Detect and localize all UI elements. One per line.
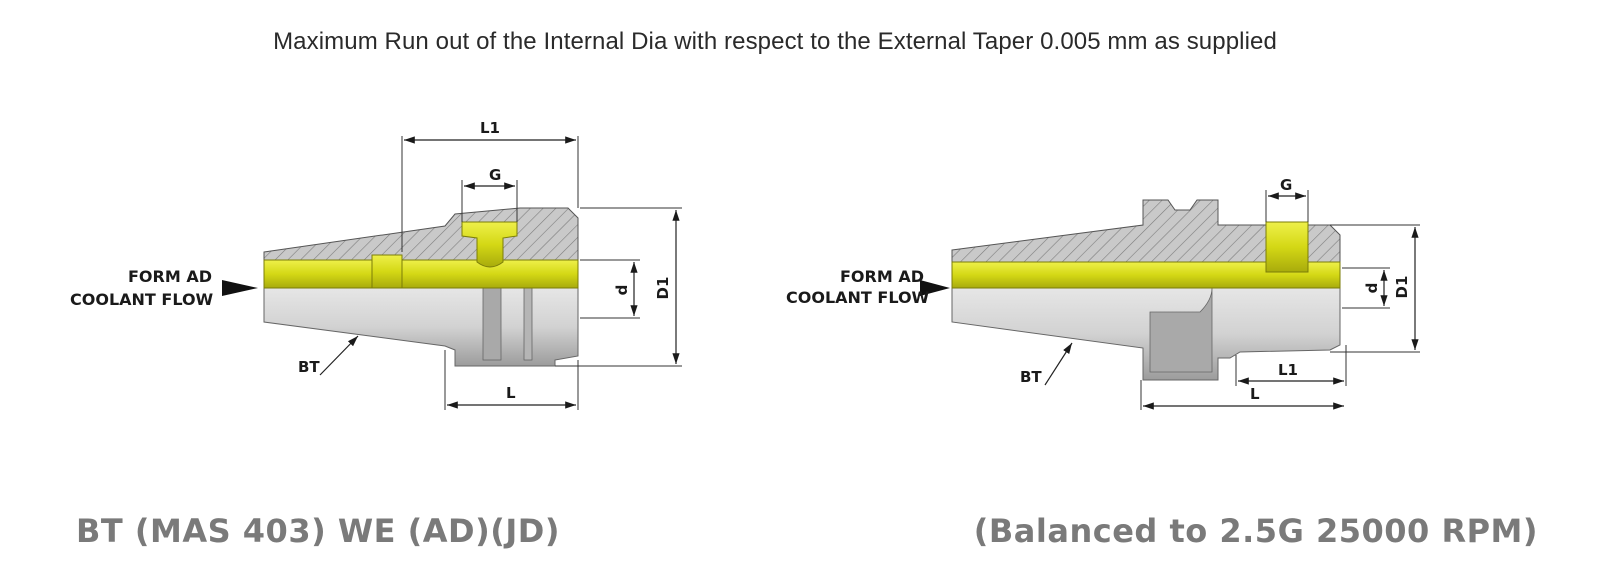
left-coolant-step bbox=[371, 254, 403, 289]
right-dim-L1: L1 bbox=[1278, 361, 1298, 379]
left-coolant-label-1: FORM AD bbox=[128, 267, 212, 286]
right-grub-screw bbox=[1265, 221, 1309, 273]
left-flange-groove-2 bbox=[523, 287, 533, 361]
left-dim-d: d bbox=[613, 285, 631, 296]
right-caption: (Balanced to 2.5G 25000 RPM) bbox=[973, 512, 1538, 550]
left-bt-label: BT bbox=[298, 358, 320, 376]
right-bt-leader bbox=[1044, 342, 1073, 386]
left-toolholder-drawing: FORM AD COOLANT FLOW L1 G d D1 L BT bbox=[70, 119, 682, 410]
right-dim-d: d bbox=[1363, 283, 1381, 294]
right-dim-G: G bbox=[1280, 176, 1292, 194]
right-toolholder-drawing: FORM AD COOLANT FLOW G d D1 L1 L BT bbox=[786, 176, 1420, 410]
right-coolant-label-2: COOLANT FLOW bbox=[786, 288, 930, 307]
right-flange-groove bbox=[1149, 287, 1213, 373]
right-dim-D1: D1 bbox=[1393, 276, 1411, 299]
left-dim-L1: L1 bbox=[480, 119, 500, 137]
right-coolant-label-1: FORM AD bbox=[840, 267, 924, 286]
left-dim-L: L bbox=[506, 384, 516, 402]
runout-note: Maximum Run out of the Internal Dia with… bbox=[273, 28, 1277, 55]
left-dim-G: G bbox=[489, 166, 501, 184]
left-coolant-channel bbox=[263, 259, 579, 289]
right-dim-L: L bbox=[1250, 385, 1260, 403]
right-taper-body bbox=[951, 287, 1341, 381]
left-coolant-label-2: COOLANT FLOW bbox=[70, 290, 214, 309]
right-coolant-arrow-icon bbox=[920, 280, 950, 296]
right-bt-label: BT bbox=[1020, 368, 1042, 386]
left-flange-groove bbox=[482, 287, 502, 361]
left-caption: BT (MAS 403) WE (AD)(JD) bbox=[76, 512, 560, 550]
left-coolant-arrow-icon bbox=[222, 280, 258, 296]
left-grub-screw bbox=[461, 221, 518, 268]
left-dim-D1: D1 bbox=[654, 277, 672, 300]
left-bt-leader bbox=[319, 335, 359, 376]
